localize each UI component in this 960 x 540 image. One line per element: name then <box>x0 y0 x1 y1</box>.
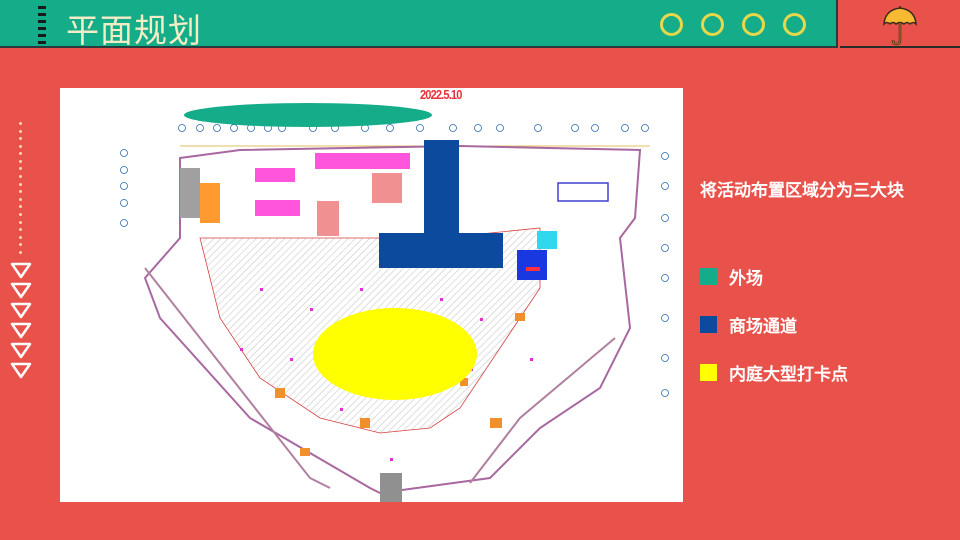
page-title: 平面规划 <box>66 11 202 50</box>
zone-mall-corridor <box>379 140 503 268</box>
legend-item-atrium: 内庭大型打卡点 <box>700 360 848 385</box>
floor-plan-image: 2022.5.10 <box>60 88 683 502</box>
umbrella-icon <box>883 6 917 46</box>
circle-icon <box>660 13 683 36</box>
yellow-swatch-icon <box>700 364 717 381</box>
legend-item-mall-corridor: 商场通道 <box>700 312 797 337</box>
triangle-down-icon <box>10 282 32 299</box>
triangle-down-icon <box>10 262 32 279</box>
circle-icon <box>701 13 724 36</box>
circle-icon <box>783 13 806 36</box>
legend-heading: 将活动布置区域分为三大块 <box>700 181 904 201</box>
green-swatch-icon <box>700 268 717 285</box>
blue-swatch-icon <box>700 316 717 333</box>
circle-decoration <box>660 13 806 36</box>
zone-atrium-checkin <box>313 308 477 400</box>
triangle-down-icon <box>10 362 32 379</box>
floor-plan-drawing <box>120 103 669 502</box>
zone-outdoor <box>184 103 432 127</box>
triangle-down-icon <box>10 302 32 319</box>
legend-item-outdoor: 外场 <box>700 264 763 289</box>
plan-date-label: 2022.5.10 <box>420 88 462 102</box>
triangle-down-icon <box>10 322 32 339</box>
legend-label: 内庭大型打卡点 <box>729 365 848 385</box>
dotted-line-decoration <box>19 122 23 254</box>
legend-label: 外场 <box>729 269 763 289</box>
dash-decoration <box>38 6 46 44</box>
triangle-decoration <box>10 262 32 379</box>
circle-icon <box>742 13 765 36</box>
triangle-down-icon <box>10 342 32 359</box>
title-bar: 平面规划 <box>0 0 838 50</box>
legend-label: 商场通道 <box>729 317 797 337</box>
